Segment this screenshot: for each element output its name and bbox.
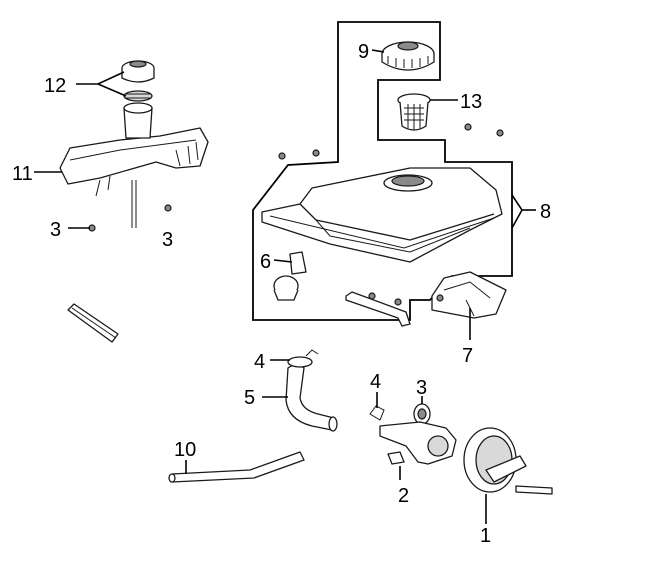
fuel-tank-part — [261, 167, 503, 263]
small-screws — [278, 123, 504, 160]
callout-6: 6 — [260, 251, 271, 273]
callout-4a: 4 — [254, 351, 265, 373]
leader-9 — [371, 49, 385, 53]
callout-3c: 3 — [416, 377, 427, 399]
callout-5: 5 — [244, 387, 255, 409]
filter-screen-part — [397, 93, 431, 131]
callout-4b: 4 — [370, 371, 381, 393]
cover-screws — [88, 204, 172, 232]
loose-hose-strip — [67, 303, 119, 343]
fuel-hose-elbow-part — [285, 364, 338, 432]
callout-12: 12 — [44, 75, 66, 97]
tank-cap-part — [381, 41, 435, 71]
long-hose-part — [168, 451, 305, 483]
callout-13: 13 — [460, 91, 482, 113]
valve-cup-part — [463, 427, 553, 495]
tank-cover-part — [59, 102, 209, 228]
valve-washer-part — [413, 403, 431, 425]
hose-clamp-part — [287, 349, 319, 368]
callout-7: 7 — [462, 345, 473, 367]
leader-6 — [273, 259, 293, 263]
callout-1: 1 — [480, 525, 491, 547]
callout-3b: 3 — [162, 229, 173, 251]
callout-10: 10 — [174, 439, 196, 461]
bracket-8 — [511, 194, 523, 229]
fuel-gauge-part — [273, 251, 307, 301]
fuel-valve-part — [379, 421, 457, 465]
heat-shield-part — [431, 271, 507, 319]
callout-8: 8 — [540, 201, 551, 223]
leader-12 — [76, 71, 127, 97]
clamp-small-part — [369, 405, 385, 421]
cover-cap-part — [121, 60, 155, 102]
tank-assembly-group-box — [252, 21, 513, 321]
callout-2: 2 — [398, 485, 409, 507]
tank-bracket-strip — [345, 291, 411, 327]
callout-11: 11 — [12, 163, 33, 185]
callout-3a: 3 — [50, 219, 61, 241]
callout-9: 9 — [358, 41, 369, 63]
